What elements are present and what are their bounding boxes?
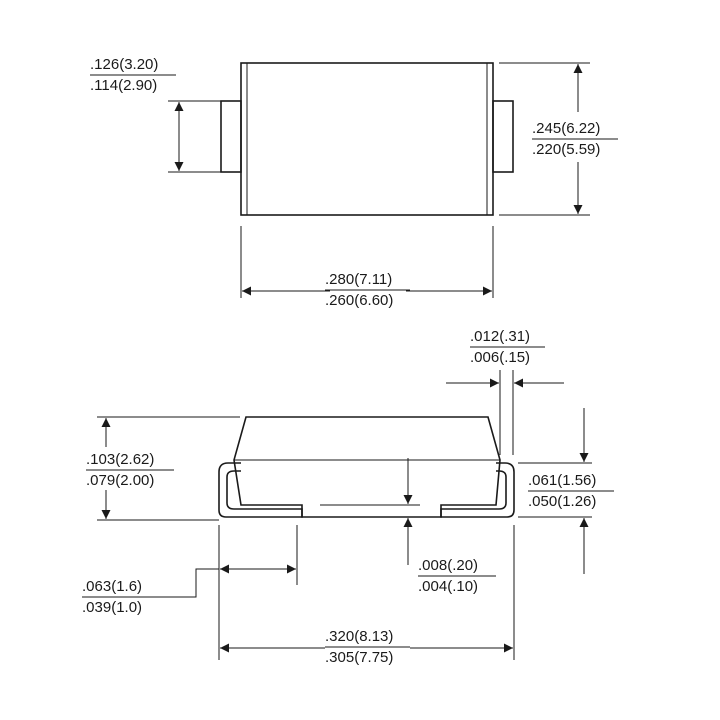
dim-overall-length: .320(8.13) .305(7.75): [220, 525, 515, 666]
top-view: .126(3.20) .114(2.90) .245(6.22) .220(5.…: [90, 56, 618, 309]
dim-body-length-min: .260(6.60): [325, 292, 393, 309]
dim-lead-height: .126(3.20) .114(2.90): [90, 56, 221, 173]
dim-body-height: .103(2.62) .079(2.00): [86, 416, 240, 521]
dim-lead-bend: .061(1.56) .050(1.26): [518, 408, 614, 574]
dim-body-height-max: .103(2.62): [86, 451, 154, 468]
dim-body-length-max: .280(7.11): [325, 271, 392, 288]
side-view-lead-left: [218, 462, 303, 518]
dim-body-length: .280(7.11) .260(6.60): [240, 226, 494, 309]
dim-body-height-min: .079(2.00): [86, 472, 154, 489]
dim-body-width-max: .245(6.22): [532, 120, 600, 137]
dim-foot-length: .063(1.6) .039(1.0): [82, 525, 298, 660]
side-view: .012(.31) .006(.15) .103(2.62) .079(2.00…: [82, 328, 614, 666]
top-view-lead-left: [220, 100, 242, 173]
dim-lead-bend-max: .061(1.56): [528, 472, 596, 489]
dim-standoff-max: .008(.20): [418, 557, 478, 574]
dim-body-width: .245(6.22) .220(5.59): [499, 62, 618, 216]
dim-lead-thickness: .012(.31) .006(.15): [446, 328, 564, 455]
dim-lead-height-min: .114(2.90): [90, 77, 157, 94]
top-view-lead-right: [492, 100, 514, 173]
dim-lead-thickness-max: .012(.31): [470, 328, 530, 345]
dim-lead-thickness-min: .006(.15): [470, 349, 530, 366]
dim-standoff-min: .004(.10): [418, 578, 478, 595]
dim-lead-bend-min: .050(1.26): [528, 493, 596, 510]
top-view-body: [240, 62, 494, 216]
side-view-lead-right: [440, 462, 515, 518]
dim-standoff: .008(.20) .004(.10): [320, 458, 496, 595]
dim-overall-length-min: .305(7.75): [325, 649, 393, 666]
dim-foot-length-max: .063(1.6): [82, 578, 142, 595]
dim-overall-length-max: .320(8.13): [325, 628, 393, 645]
dim-foot-length-min: .039(1.0): [82, 599, 142, 616]
dim-lead-height-max: .126(3.20): [90, 56, 158, 73]
dim-body-width-min: .220(5.59): [532, 141, 600, 158]
side-view-body: [233, 416, 501, 518]
